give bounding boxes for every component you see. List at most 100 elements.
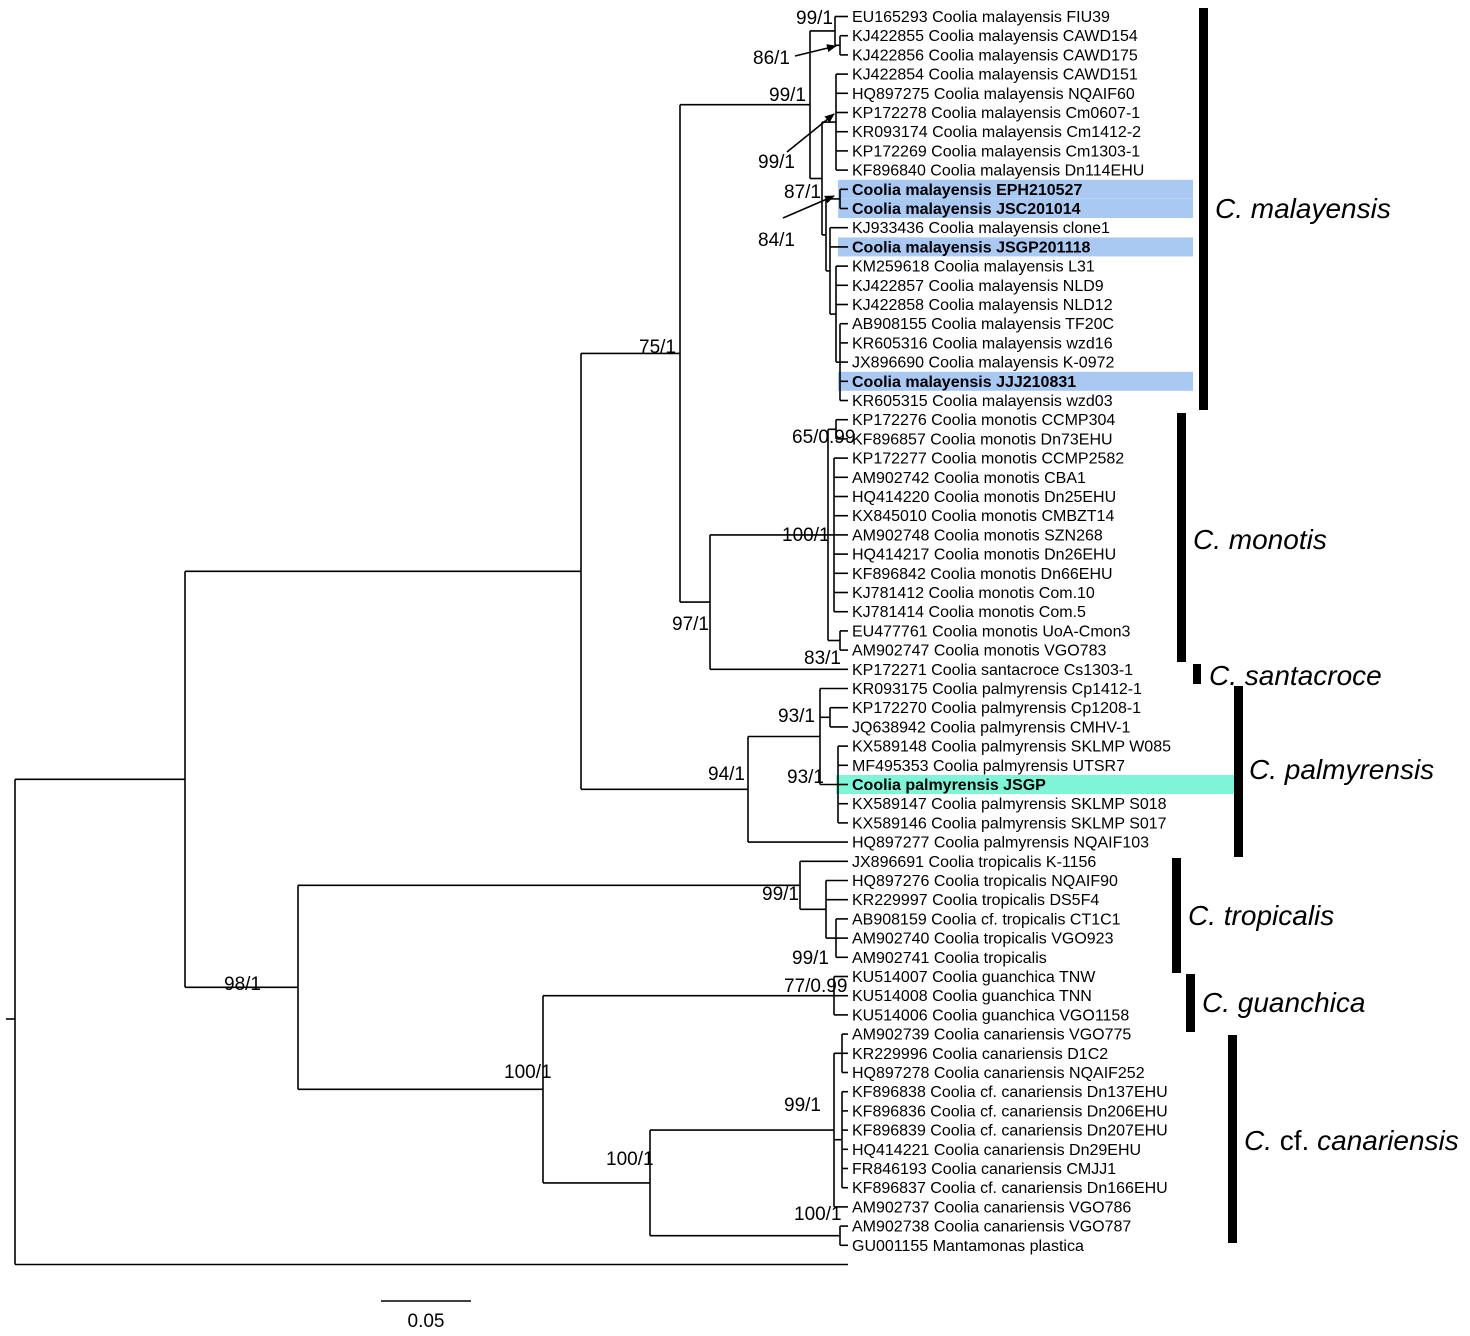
clade-bar-monotis <box>1177 413 1186 662</box>
taxon-label: KR229997 Coolia tropicalis DS5F4 <box>852 892 1099 909</box>
taxon-label: KU514007 Coolia guanchica TNW <box>852 969 1096 986</box>
taxon-label: KU514008 Coolia guanchica TNN <box>852 988 1092 1005</box>
support-value: 93/1 <box>778 706 815 727</box>
taxon-label: KJ781412 Coolia monotis Com.10 <box>852 585 1095 602</box>
taxon-label: AM902740 Coolia tropicalis VGO923 <box>852 931 1114 948</box>
taxon-label: HQ897276 Coolia tropicalis NQAIF90 <box>852 873 1118 890</box>
support-value: 99/1 <box>769 85 806 106</box>
support-value: 100/1 <box>504 1062 552 1083</box>
support-value: 83/1 <box>804 648 841 669</box>
taxon-label: Coolia malayensis EPH210527 <box>852 182 1082 199</box>
taxon-label: KJ781414 Coolia monotis Com.5 <box>852 604 1086 621</box>
taxon-label: KR093175 Coolia palmyrensis Cp1412-1 <box>852 681 1142 698</box>
taxon-label: KP172271 Coolia santacroce Cs1303-1 <box>852 662 1133 679</box>
taxon-label: KX589148 Coolia palmyrensis SKLMP W085 <box>852 739 1171 756</box>
taxon-highlight <box>838 371 1193 391</box>
taxon-label: KX589147 Coolia palmyrensis SKLMP S018 <box>852 796 1167 813</box>
taxon-label: HQ414217 Coolia monotis Dn26EHU <box>852 547 1116 564</box>
taxon-label: KU514006 Coolia guanchica VGO1158 <box>852 1007 1129 1024</box>
taxon-label: KJ933436 Coolia malayensis clone1 <box>852 220 1110 237</box>
support-value: 99/1 <box>758 152 795 173</box>
clade-bar-tropicalis <box>1172 858 1181 973</box>
taxon-label: EU165293 Coolia malayensis FIU39 <box>852 9 1110 26</box>
taxon-label: KR605316 Coolia malayensis wzd16 <box>852 335 1113 352</box>
taxon-label: JX896690 Coolia malayensis K-0972 <box>852 355 1114 372</box>
taxon-label: KP172277 Coolia monotis CCMP2582 <box>852 451 1124 468</box>
clade-label-santacroce: C. santacroce <box>1209 660 1382 691</box>
support-value: 94/1 <box>708 764 745 785</box>
taxon-label: HQ897277 Coolia palmyrensis NQAIF103 <box>852 835 1149 852</box>
taxon-label: KF896838 Coolia cf. canariensis Dn137EHU <box>852 1084 1168 1101</box>
taxon-label: Coolia palmyrensis JSGP <box>852 777 1046 794</box>
clade-label-palmyrensis: C. palmyrensis <box>1249 754 1434 785</box>
taxon-label: KJ422855 Coolia malayensis CAWD154 <box>852 28 1138 45</box>
support-arrow <box>794 44 837 57</box>
taxon-label: GU001155 Mantamonas plastica <box>852 1238 1084 1255</box>
taxon-label: KP172269 Coolia malayensis Cm1303-1 <box>852 143 1140 160</box>
taxon-label: KJ422858 Coolia malayensis NLD12 <box>852 297 1113 314</box>
support-value: 99/1 <box>792 948 829 969</box>
branch-layer <box>6 15 848 1266</box>
taxon-label: AM902748 Coolia monotis SZN268 <box>852 527 1103 544</box>
taxon-label: HQ897278 Coolia canariensis NQAIF252 <box>852 1065 1145 1082</box>
taxon-label: KP172276 Coolia monotis CCMP304 <box>852 412 1115 429</box>
clade-label-tropicalis: C. tropicalis <box>1188 900 1334 931</box>
support-value: 97/1 <box>672 614 709 635</box>
taxon-label: HQ897275 Coolia malayensis NQAIF60 <box>852 86 1135 103</box>
support-arrow <box>782 195 835 219</box>
scale-bar-label: 0.05 <box>408 1311 445 1332</box>
taxon-label: HQ414221 Coolia canariensis Dn29EHU <box>852 1142 1141 1159</box>
support-value: 87/1 <box>784 182 821 203</box>
taxon-label: Coolia malayensis JJJ210831 <box>852 374 1076 391</box>
taxon-label: KF896836 Coolia cf. canariensis Dn206EHU <box>852 1103 1168 1120</box>
clade-bar-malayensis <box>1199 8 1208 410</box>
taxon-label: JX896691 Coolia tropicalis K-1156 <box>852 854 1096 871</box>
taxon-label: KP172278 Coolia malayensis Cm0607-1 <box>852 105 1140 122</box>
clade-label-malayensis: C. malayensis <box>1215 193 1391 224</box>
support-value: 99/1 <box>762 884 799 905</box>
highlight-layer <box>836 179 1236 794</box>
taxon-label: KX845010 Coolia monotis CMBZT14 <box>852 508 1114 525</box>
taxon-highlight <box>838 199 1193 218</box>
taxon-label: KX589146 Coolia palmyrensis SKLMP S017 <box>852 815 1167 832</box>
taxon-label: KJ422856 Coolia malayensis CAWD175 <box>852 47 1138 64</box>
taxon-label: AM902737 Coolia canariensis VGO786 <box>852 1199 1131 1216</box>
clade-label-guanchica: C. guanchica <box>1202 987 1365 1018</box>
taxon-label: KP172270 Coolia palmyrensis Cp1208-1 <box>852 700 1141 717</box>
taxon-label: AB908155 Coolia malayensis TF20C <box>852 316 1114 333</box>
taxon-label: HQ414220 Coolia monotis Dn25EHU <box>852 489 1116 506</box>
support-value: 100/1 <box>794 1204 842 1225</box>
scale-bar: 0.05 <box>381 1300 471 1332</box>
clade-bar-layer: C. malayensis C. monotis C. santacroce C. p… <box>1172 8 1459 1243</box>
taxon-label: EU477761 Coolia monotis UoA-Cmon3 <box>852 623 1130 640</box>
taxon-label: KJ422857 Coolia malayensis NLD9 <box>852 278 1104 295</box>
taxon-label: AB908159 Coolia cf. tropicalis CT1C1 <box>852 911 1121 928</box>
clade-label-monotis: C. monotis <box>1193 524 1327 555</box>
support-value: 93/1 <box>787 767 824 788</box>
taxon-label: Coolia malayensis JSGP201118 <box>852 239 1090 256</box>
taxon-label: AM902742 Coolia monotis CBA1 <box>852 470 1086 487</box>
clade-bar-guanchica <box>1186 974 1195 1032</box>
support-value: 86/1 <box>753 48 790 69</box>
taxon-label: KF896842 Coolia monotis Dn66EHU <box>852 566 1113 583</box>
clade-bar-santacroce <box>1193 664 1201 684</box>
support-value: 100/1 <box>606 1149 654 1170</box>
support-value: 75/1 <box>639 337 676 358</box>
taxon-label: FR846193 Coolia canariensis CMJJ1 <box>852 1161 1116 1178</box>
taxon-label: KF896857 Coolia monotis Dn73EHU <box>852 431 1113 448</box>
clade-label-canariensis: C. cf. canariensis <box>1244 1125 1459 1156</box>
support-value-layer: 99/186/199/199/187/184/175/165/0.99100/1… <box>224 8 855 1225</box>
arrow-layer <box>782 44 837 219</box>
taxon-label: MF495353 Coolia palmyrensis UTSR7 <box>852 758 1125 775</box>
support-value: 84/1 <box>758 230 795 251</box>
taxon-label: KR605315 Coolia malayensis wzd03 <box>852 393 1113 410</box>
taxon-highlight <box>836 775 1236 794</box>
taxon-label: AM902738 Coolia canariensis VGO787 <box>852 1219 1131 1236</box>
taxon-label: AM902739 Coolia canariensis VGO775 <box>852 1027 1131 1044</box>
taxon-label: KF896840 Coolia malayensis Dn114EHU <box>852 163 1144 180</box>
support-arrow <box>786 113 835 153</box>
taxon-label: AM902741 Coolia tropicalis <box>852 950 1047 967</box>
taxon-label: Coolia malayensis JSC201014 <box>852 201 1081 218</box>
clade-bar-palmyrensis <box>1234 686 1243 857</box>
